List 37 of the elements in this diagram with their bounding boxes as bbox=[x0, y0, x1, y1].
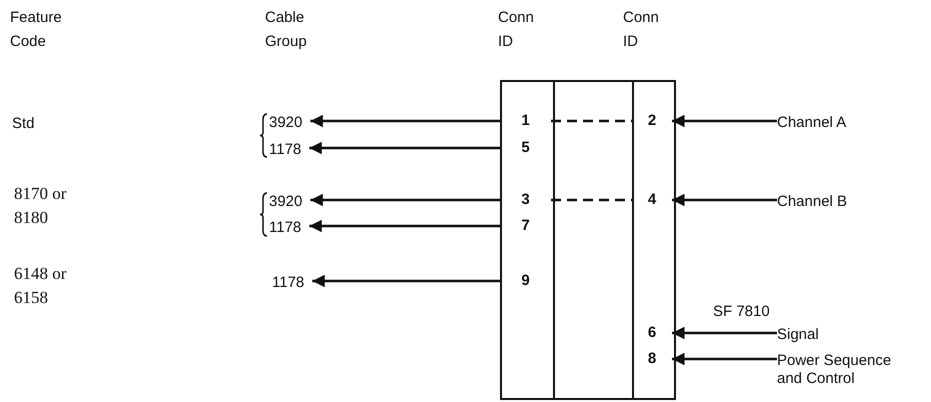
connector-block bbox=[500, 80, 676, 400]
feature-code: 8170 or 8180 bbox=[14, 183, 68, 229]
dashed-connection-line bbox=[551, 120, 632, 122]
column-heading: Conn ID bbox=[623, 8, 660, 52]
arrow bbox=[309, 220, 500, 232]
arrow bbox=[310, 114, 500, 128]
arrow bbox=[309, 142, 500, 154]
pin-number: 4 bbox=[632, 191, 672, 209]
pin-number: 2 bbox=[632, 112, 672, 130]
pin-number: 5 bbox=[500, 139, 551, 157]
cable-group-number: 1178 bbox=[269, 141, 310, 159]
signal-name: Power Sequence and Control bbox=[777, 352, 917, 388]
pin-number: 6 bbox=[632, 324, 672, 342]
arrow bbox=[672, 326, 777, 340]
arrow bbox=[672, 352, 777, 366]
pin-number: 7 bbox=[500, 217, 551, 235]
column-heading: Cable Group bbox=[265, 8, 308, 52]
cable-group-number: 3920 bbox=[269, 114, 310, 132]
pin-number: 3 bbox=[500, 191, 551, 209]
signal-name: Channel B bbox=[777, 193, 848, 211]
feature-code: 6148 or 6158 bbox=[14, 263, 68, 309]
arrow bbox=[310, 194, 500, 206]
pin-number: 9 bbox=[500, 272, 551, 290]
feature-code: Std bbox=[12, 114, 35, 134]
column-heading: Conn ID bbox=[498, 8, 535, 52]
signal-name: Channel A bbox=[777, 114, 846, 132]
pin-number: 1 bbox=[500, 112, 551, 130]
dashed-connection-line bbox=[551, 198, 632, 202]
arrow bbox=[312, 274, 500, 288]
arrow bbox=[672, 194, 777, 206]
cable-group-number: 3920 bbox=[269, 193, 310, 211]
pin-number: 8 bbox=[632, 350, 672, 368]
cable-group-number: 1178 bbox=[269, 219, 310, 237]
feature-note: SF 7810 bbox=[713, 302, 770, 322]
cable-group-number: 1178 bbox=[272, 274, 312, 292]
signal-name: Signal bbox=[777, 326, 819, 344]
arrow bbox=[672, 114, 777, 128]
